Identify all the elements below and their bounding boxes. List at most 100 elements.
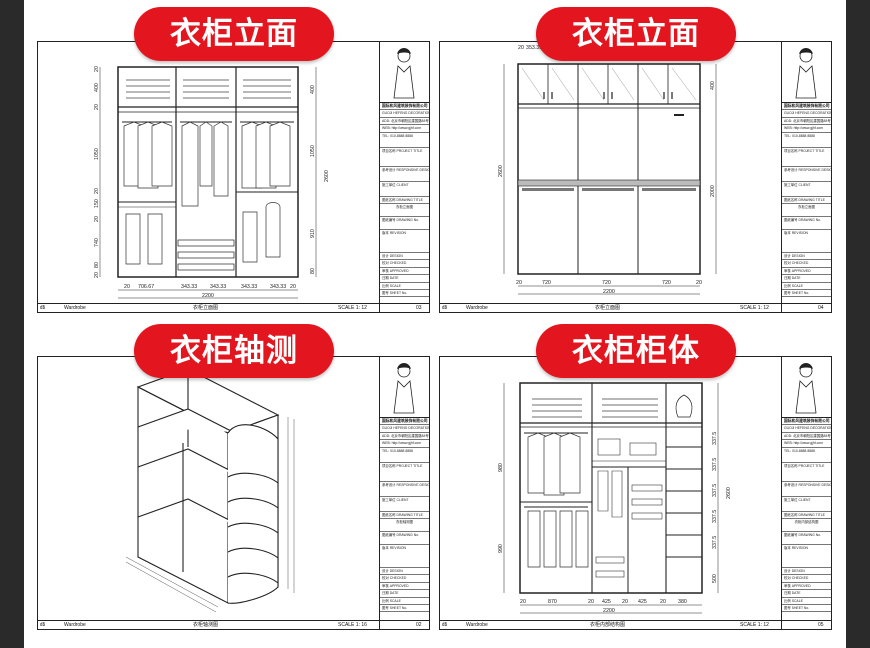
footer-sheet-no: 03 [416,305,422,311]
logo-figure [380,357,429,418]
dim-left-5: 150 [94,199,100,208]
dim-bottom-4: 20 [696,280,702,286]
dim-left-1: 400 [94,83,100,92]
drawing-no-label: 图纸编号 DRAWING No. [380,532,429,546]
dim-bottom-3: 720 [662,280,671,286]
revision-label: 版本 REVISION [380,230,429,254]
dim-bottom-3: 425 [602,599,611,605]
company-web: WEB: http://www.gjhf.com [380,440,429,448]
revision-label: 版本 REVISION [782,230,831,254]
dim-right-3: 80 [310,268,316,274]
title-block: 国际和风建筑装饰有限公司 GUOJI HEFENG DECORATION CO.… [781,42,831,312]
footer-scale: SCALE 1: 12 [338,305,367,311]
dim-left-0: 2600 [498,165,504,177]
footer-scale: SCALE 1: 12 [740,622,769,628]
footer-marker: ㏈ [40,622,46,628]
dim-left-0: 20 [94,66,100,72]
dim-left-2: 20 [94,104,100,110]
drawing-title-value: 衣柜立面图 [380,204,429,218]
drawing-title-label: 图纸名称 DRAWING TITLE [380,512,429,520]
approve-label: 审核 APPROVED [380,583,429,591]
project-title-label: 项目名称 PROJECT TITLE [380,148,429,167]
dim-left-3: 1050 [94,148,100,160]
design-label: 设计 DESIGN [380,253,429,261]
company-name: 国际和风建筑装饰有限公司 [782,418,831,426]
footer-sheet-no: 02 [416,622,422,628]
company-address: ADD: 北京市朝阳区建国路88号 [782,433,831,441]
dim-bottom-6: 20 [660,599,666,605]
drawing-title-value: 衣柜内部结构图 [782,519,831,533]
title-block: 国际和风建筑装饰有限公司 GUOJI HEFENG DECORATION CO.… [781,357,831,629]
footer-project: Wardrobe [466,622,488,628]
dim-left-1: 990 [498,544,504,553]
sheet-footer: ㏈ Wardrobe 衣柜轴测图 SCALE 1: 16 02 [38,620,429,629]
footer-project: Wardrobe [466,305,488,311]
company-en: GUOJI HEFENG DECORATION CO.,LTD [380,110,429,118]
company-en: GUOJI HEFENG DECORATION CO.,LTD [380,425,429,433]
dim-right-1: 2000 [710,185,716,197]
dim-bottom-0: 20 [520,599,526,605]
logo-figure [782,357,831,418]
dim-right-0: 337.5 [712,432,718,445]
wardrobe-door-elevation-drawing: 20 353.33 20 720 720 720 20 2200 2600 40… [498,45,717,295]
company-address: ADD: 北京市朝阳区建国路88号 [380,118,429,126]
sheet-footer: ㏈ Wardrobe 衣柜内部结构图 SCALE 1: 12 05 [440,620,831,629]
footer-sheet-no: 05 [818,622,824,628]
dim-total-height: 2600 [726,487,732,499]
revision-label: 版本 REVISION [782,545,831,569]
dim-right-4: 337.5 [712,536,718,549]
footer-marker: ㏈ [442,305,448,311]
scale-label: 比例 SCALE [782,283,831,291]
designer-label: 参考设计 RESPONSIVE DESIGN [380,482,429,497]
design-label: 设计 DESIGN [782,568,831,576]
drawing-sheet-cabinet-body: 20 870 20 425 20 425 20 380 2200 980 990… [439,356,832,630]
company-en: GUOJI HEFENG DECORATION CO.,LTD [782,110,831,118]
dim-left-0: 980 [498,463,504,472]
design-label: 设计 DESIGN [782,253,831,261]
scale-label: 比例 SCALE [782,598,831,606]
logo-figure [380,42,429,103]
dim-total-width: 2200 [603,608,615,614]
dim-right-2: 910 [310,229,316,238]
check-label: 校对 CHECKED [782,260,831,268]
dim-total-height: 2600 [324,170,330,182]
footer-title: 衣柜轴测图 [193,622,219,628]
dim-total-width: 2200 [603,289,615,295]
dim-right-2: 337.5 [712,484,718,497]
dim-bottom-0: 20 [516,280,522,286]
company-tel: TEL: 010-8888 8888 [380,448,429,463]
construction-label: 施工单位 CLIENT [782,182,831,197]
dim-bottom-2: 720 [602,280,611,286]
check-label: 校对 CHECKED [380,260,429,268]
dim-bottom-1: 706.67 [138,284,154,290]
scale-label: 比例 SCALE [380,598,429,606]
dim-total-width: 2200 [202,293,214,299]
project-title-label: 项目名称 PROJECT TITLE [782,148,831,167]
dim-bottom-3: 343.33 [210,284,226,290]
dim-right-0: 400 [310,85,316,94]
company-name: 国际和风建筑装饰有限公司 [380,418,429,426]
dim-bottom-0: 20 [124,284,130,290]
approve-label: 审核 APPROVED [782,583,831,591]
drawing-title-label: 图纸名称 DRAWING TITLE [380,197,429,205]
date-label: 日期 DATE [782,590,831,598]
sheet-label: 图号 SHEET No. [380,605,429,613]
project-title-label: 项目名称 PROJECT TITLE [380,463,429,482]
dim-left-8: 80 [94,262,100,268]
date-label: 日期 DATE [782,275,831,283]
drawing-title-value: 衣柜轴测图 [380,519,429,533]
footer-sheet-no: 04 [818,305,824,311]
company-tel: TEL: 010-8888 8888 [380,133,429,148]
designer-label: 参考设计 RESPONSIVE DESIGN [782,482,831,497]
sheet-footer: ㏈ Wardrobe 衣柜立面图 SCALE 1: 12 04 [440,303,831,312]
dim-left-6: 20 [94,216,100,222]
check-label: 校对 CHECKED [380,575,429,583]
dim-left-9: 20 [94,272,100,278]
company-name: 国际和风建筑装饰有限公司 [380,103,429,111]
dim-bottom-5: 343.33 [270,284,286,290]
sheet-label: 图号 SHEET No. [782,290,831,298]
dim-bottom-4: 343.33 [241,284,257,290]
section-badge-elevation-2: 衣柜立面 [536,7,736,61]
drawing-title-label: 图纸名称 DRAWING TITLE [782,512,831,520]
approve-label: 审核 APPROVED [380,268,429,276]
